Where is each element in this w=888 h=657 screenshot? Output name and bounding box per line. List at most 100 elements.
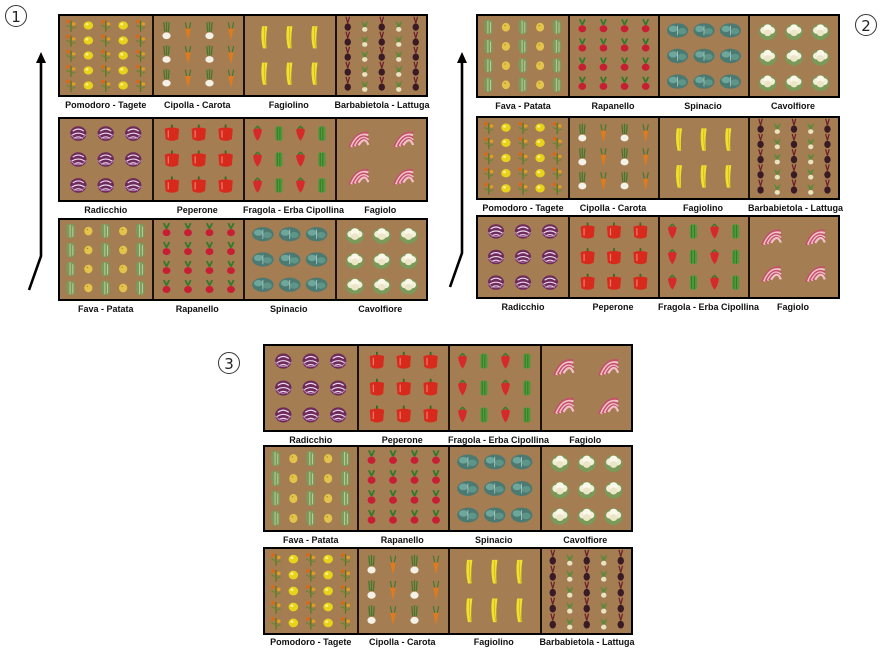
plot-label: Fragola - Erba Cipollina: [243, 205, 345, 215]
barbabietola-lattuga-icon: [344, 16, 419, 92]
plot-label: Spinacio: [474, 535, 513, 545]
plot-label: Cavolfiore: [770, 101, 815, 111]
plot-pomodoro-tagete: [478, 118, 568, 198]
plot-label: Peperone: [381, 435, 423, 445]
pomodoro-tagete-icon: [66, 19, 146, 92]
plot-pomodoro-tagete: [60, 16, 152, 95]
plot-fragola-erba-cipollina: [448, 346, 540, 430]
plot-rapanello: [151, 220, 244, 299]
plot-label: Spinacio: [269, 304, 308, 314]
plot-cavolfiore: [334, 220, 427, 299]
plot-label: Cipolla - Carota: [368, 637, 436, 647]
plot-fava-patata: [265, 447, 357, 530]
plot-label: Peperone: [176, 205, 218, 215]
plot-label: Fava - Patata: [495, 101, 551, 111]
plot-peperone: [568, 217, 658, 297]
plot-fagiolino: [243, 16, 335, 95]
plot-label: Fragola - Erba Cipollina: [448, 435, 550, 445]
fragola-erba-cipollina-icon: [253, 125, 326, 193]
plot-label: Barbabietola - Lattuga: [539, 637, 635, 647]
rapanello-icon: [367, 449, 440, 524]
garden-bed-row: [476, 215, 840, 299]
plot-pomodoro-tagete: [265, 549, 357, 633]
plot-peperone: [151, 119, 244, 200]
plot-label: Cavolfiore: [358, 304, 403, 314]
plot-barbabietola-lattuga: [748, 118, 838, 198]
garden-bed-row: [476, 14, 840, 98]
plot-label: Peperone: [592, 302, 634, 312]
rapanello-icon: [162, 222, 235, 293]
plot-fava-patata: [60, 220, 152, 299]
rapanello-icon: [578, 18, 650, 90]
plot-label: Radicchio: [289, 435, 333, 445]
plot-fragola-erba-cipollina: [243, 119, 335, 200]
plot-label: Fagiolo: [569, 435, 602, 445]
plot-barbabietola-lattuga: [334, 16, 427, 95]
plot-label: Barbabietola - Lattuga: [334, 100, 430, 110]
plot-radicchio: [265, 346, 357, 430]
plot-cipolla-carota: [356, 549, 449, 633]
plot-label: Fava - Patata: [282, 535, 339, 545]
garden-bed-row: [263, 547, 633, 635]
plot-label: Fagiolino: [473, 637, 514, 647]
panel-number-1: 1: [5, 5, 27, 27]
plot-label: Pomodoro - Tagete: [65, 100, 147, 110]
fagiolo-icon: [761, 229, 826, 283]
peperone-icon: [369, 351, 438, 423]
plot-label: Rapanello: [591, 101, 635, 111]
plot-label: Cipolla - Carota: [163, 100, 231, 110]
cavolfiore-icon: [345, 227, 418, 295]
plot-label: Pomodoro - Tagete: [482, 203, 564, 213]
plot-rapanello: [356, 447, 449, 530]
fagiolino-icon: [261, 26, 318, 85]
peperone-icon: [164, 124, 233, 193]
plot-rapanello: [568, 16, 658, 96]
plot-label: Radicchio: [84, 205, 128, 215]
plot-cipolla-carota: [568, 118, 658, 198]
plot-label: Rapanello: [175, 304, 219, 314]
pomodoro-tagete-icon: [484, 121, 562, 195]
plot-peperone: [356, 346, 449, 430]
spinacio-icon: [457, 454, 533, 523]
panel-number-2: 2: [855, 14, 877, 36]
plot-fagiolino: [448, 549, 540, 633]
fragola-erba-cipollina-icon: [667, 223, 740, 290]
plot-cavolfiore: [748, 16, 838, 96]
cavolfiore-icon: [550, 455, 623, 526]
plot-fava-patata: [478, 16, 568, 96]
plot-label: Spinacio: [684, 101, 722, 111]
plot-spinacio: [658, 16, 748, 96]
plot-label: Fragola - Erba Cipollina: [658, 302, 760, 312]
plot-fagiolo: [748, 217, 838, 297]
fagiolino-icon: [466, 559, 523, 623]
plot-cavolfiore: [539, 447, 632, 530]
plot-label: Radicchio: [501, 302, 545, 312]
spinacio-icon: [252, 227, 328, 292]
barbabietola-lattuga-icon: [757, 118, 831, 195]
fava-patata-icon: [484, 20, 562, 92]
plot-label: Fava - Patata: [77, 304, 134, 314]
plot-label: Fagiolino: [683, 203, 723, 213]
fagiolino-icon: [676, 128, 732, 188]
cavolfiore-icon: [758, 24, 830, 92]
garden-bed-row: [263, 445, 633, 532]
plot-fragola-erba-cipollina: [658, 217, 748, 297]
garden-bed-row: [58, 14, 428, 97]
plot-spinacio: [243, 220, 335, 299]
plot-label: Fagiolino: [268, 100, 309, 110]
radicchio-icon: [487, 224, 559, 290]
peperone-icon: [580, 222, 648, 290]
plot-label: Rapanello: [380, 535, 424, 545]
plot-label: Cavolfiore: [563, 535, 608, 545]
fagiolo-icon: [552, 359, 619, 415]
fragola-erba-cipollina-icon: [458, 352, 531, 423]
plot-barbabietola-lattuga: [539, 549, 632, 633]
spinacio-icon: [667, 23, 741, 89]
garden-bed-row: [58, 117, 428, 202]
radicchio-icon: [274, 353, 347, 423]
plot-radicchio: [60, 119, 152, 200]
plot-radicchio: [478, 217, 568, 297]
cipolla-carota-icon: [161, 21, 234, 88]
plot-fagiolino: [658, 118, 748, 198]
garden-bed-row: [263, 344, 633, 432]
